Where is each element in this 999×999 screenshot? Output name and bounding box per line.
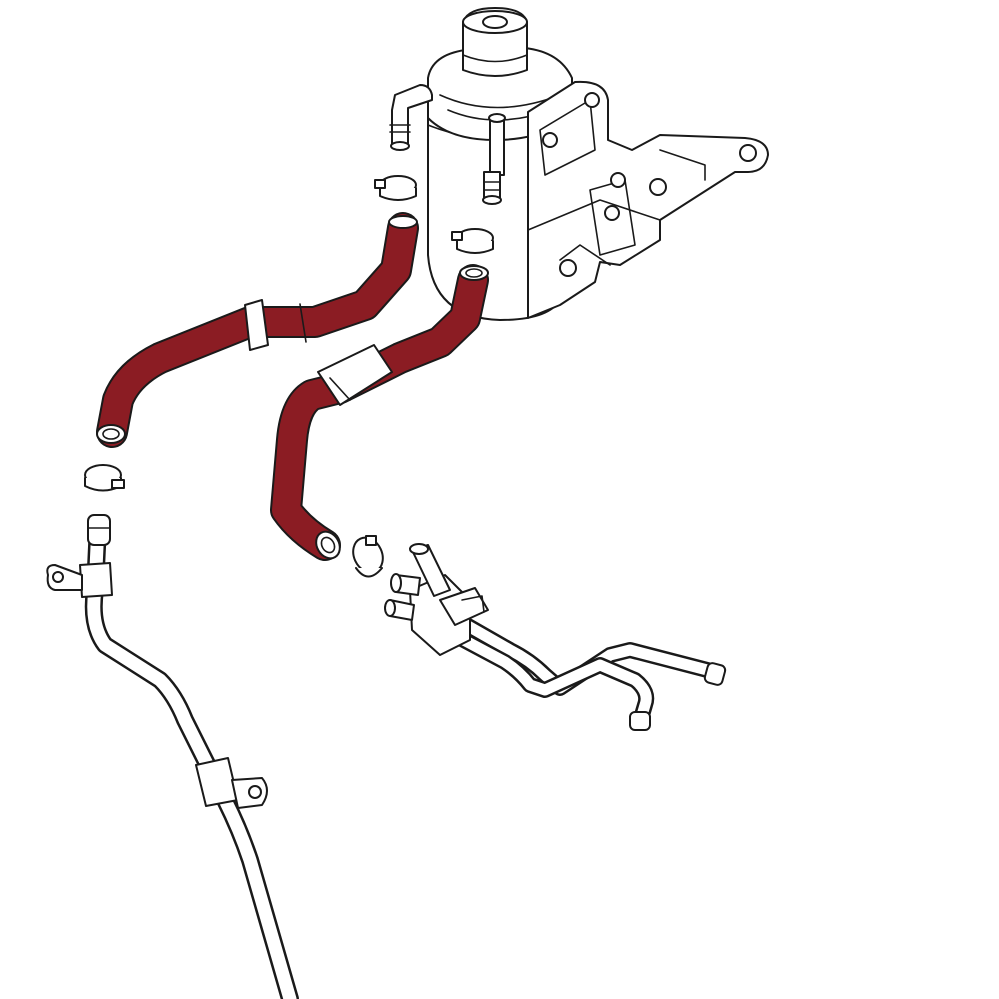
clamp-icon: [451, 228, 494, 254]
mounting-bracket: [527, 80, 769, 319]
left-metal-pipe: [46, 514, 299, 999]
right-pipe-assembly: [384, 543, 727, 731]
right-hose-highlighted: [270, 264, 489, 561]
hose-clamps: [84, 175, 494, 578]
left-hose-highlighted: [96, 212, 419, 448]
clamp-icon: [352, 535, 384, 578]
clamp-icon: [84, 464, 125, 492]
hose-fill: [98, 214, 417, 446]
clamp-icon: [374, 175, 417, 201]
